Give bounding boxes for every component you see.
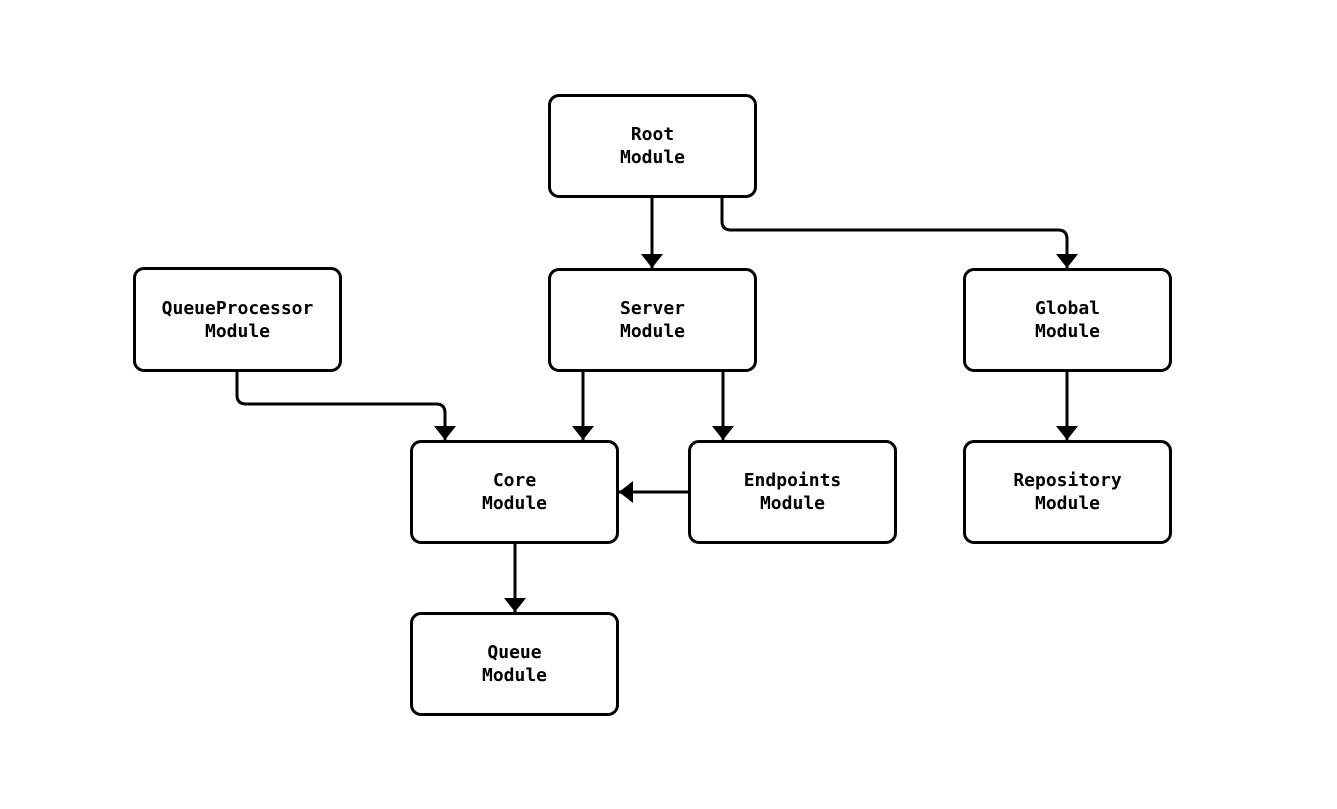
node-queueprocessor-module-label: QueueProcessor Module [161,297,314,342]
node-root-module-label: Root Module [619,124,686,168]
node-core-module-label: Core Module [481,470,548,514]
node-core-module: Core Module [410,440,619,544]
arrowhead-endpoints-module-to-core-module [619,481,633,503]
node-queueprocessor-module: QueueProcessor Module [133,267,342,372]
arrowhead-queueprocessor-module-to-core-module [434,426,456,440]
node-server-module: Server Module [548,268,757,372]
node-server-module-label: Server Module [619,298,686,342]
node-endpoints-module: Endpoints Module [688,440,897,544]
arrowhead-root-module-to-server-module [641,254,663,268]
node-endpoints-module-label: Endpoints Module [743,470,842,514]
node-queue-module: Queue Module [410,612,619,716]
node-global-module-label: Global Module [1034,298,1101,342]
edge-root-module-to-global-module [720,198,1069,268]
node-global-module: Global Module [963,268,1172,372]
arrowhead-server-module-to-core-module [572,426,594,440]
arrowhead-global-module-to-repository-module [1056,426,1078,440]
arrowhead-core-module-to-queue-module [504,598,526,612]
node-repository-module-label: Repository Module [1013,470,1122,514]
arrowhead-server-module-to-endpoints-module [712,426,734,440]
node-root-module: Root Module [548,94,757,198]
node-queue-module-label: Queue Module [481,642,548,686]
edge-queueprocessor-module-to-core-module [235,372,447,440]
node-repository-module: Repository Module [963,440,1172,544]
arrowhead-root-module-to-global-module [1056,254,1078,268]
